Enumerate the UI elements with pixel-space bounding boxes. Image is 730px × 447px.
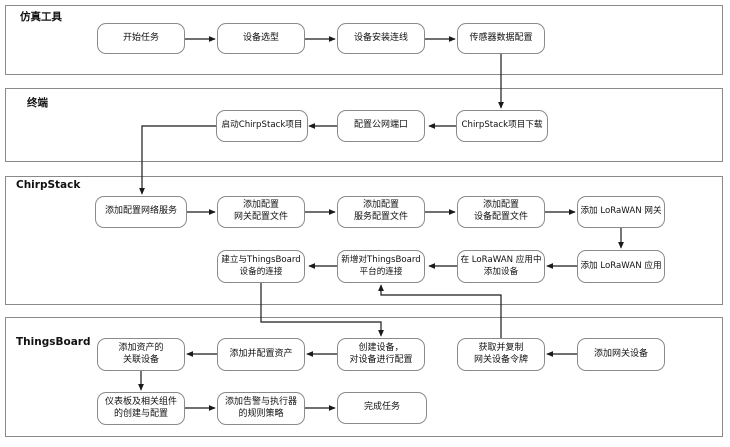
node-add-lorawan-app-label: 添加 LoRaWAN 应用 xyxy=(580,260,662,271)
node-network-service: 添加配置网络服务 xyxy=(95,196,187,228)
node-add-device-in-app-label: 在 LoRaWAN 应用中 添加设备 xyxy=(460,255,542,277)
node-add-lorawan-app: 添加 LoRaWAN 应用 xyxy=(577,250,665,283)
node-thingsboard-platform-connection-label: 新增对ThingsBoard 平台的连接 xyxy=(341,255,421,277)
node-asset-related-devices: 添加资产的 关联设备 xyxy=(97,338,185,371)
node-device-config-file: 添加配置 设备配置文件 xyxy=(457,196,545,228)
node-add-gateway-device-label: 添加网关设备 xyxy=(593,348,648,359)
node-device-config-file-label: 添加配置 设备配置文件 xyxy=(473,200,528,222)
node-copy-gateway-token-label: 获取并复制 网关设备令牌 xyxy=(473,342,528,365)
node-launch-chirpstack-label: 启动ChirpStack项目 xyxy=(221,120,303,131)
node-start-task-label: 开始任务 xyxy=(122,32,159,43)
node-alarm-actuator-rules-label: 添加告警与执行器 的规则策略 xyxy=(224,396,297,419)
node-launch-chirpstack: 启动ChirpStack项目 xyxy=(216,110,308,142)
node-add-lorawan-gateway: 添加 LoRaWAN 网关 xyxy=(577,196,665,228)
node-create-device: 创建设备， 对设备进行配置 xyxy=(337,338,425,371)
node-gateway-config-file: 添加配置 网关配置文件 xyxy=(217,196,305,228)
node-sensor-data-config-label: 传感器数据配置 xyxy=(469,32,533,43)
node-network-service-label: 添加配置网络服务 xyxy=(104,206,177,217)
lane-label-terminal: 终端 xyxy=(27,97,48,109)
node-add-configure-asset: 添加并配置资产 xyxy=(217,338,305,371)
node-asset-related-devices-label: 添加资产的 关联设备 xyxy=(118,342,164,365)
node-alarm-actuator-rules: 添加告警与执行器 的规则策略 xyxy=(217,392,305,425)
node-thingsboard-platform-connection: 新增对ThingsBoard 平台的连接 xyxy=(337,250,425,283)
node-add-configure-asset-label: 添加并配置资产 xyxy=(229,348,293,359)
node-chirpstack-download: ChirpStack项目下载 xyxy=(456,110,548,142)
node-dashboard-creation-label: 仪表板及相关组件 的创建与配置 xyxy=(104,396,177,419)
node-service-config-file: 添加配置 服务配置文件 xyxy=(337,196,425,228)
node-gateway-config-file-label: 添加配置 网关配置文件 xyxy=(233,200,288,222)
lane-label-simulation-tool: 仿真工具 xyxy=(20,11,62,23)
node-device-selection: 设备选型 xyxy=(217,23,305,54)
node-public-port-config-label: 配置公网端口 xyxy=(353,120,408,131)
node-thingsboard-device-connection-label: 建立与ThingsBoard 设备的连接 xyxy=(221,255,301,277)
node-device-wiring: 设备安装连线 xyxy=(337,23,425,54)
node-service-config-file-label: 添加配置 服务配置文件 xyxy=(353,200,408,222)
node-finish-task: 完成任务 xyxy=(337,392,427,424)
node-device-wiring-label: 设备安装连线 xyxy=(353,32,408,43)
lane-label-thingsboard: ThingsBoard xyxy=(16,336,91,348)
node-public-port-config: 配置公网端口 xyxy=(337,110,425,142)
lane-label-chirpstack: ChirpStack xyxy=(16,179,81,191)
node-chirpstack-download-label: ChirpStack项目下载 xyxy=(461,120,543,131)
node-add-lorawan-gateway-label: 添加 LoRaWAN 网关 xyxy=(580,206,662,217)
node-thingsboard-device-connection: 建立与ThingsBoard 设备的连接 xyxy=(217,250,305,283)
node-create-device-label: 创建设备， 对设备进行配置 xyxy=(349,342,413,365)
node-sensor-data-config: 传感器数据配置 xyxy=(457,23,545,54)
node-dashboard-creation: 仪表板及相关组件 的创建与配置 xyxy=(97,392,185,425)
node-add-gateway-device: 添加网关设备 xyxy=(577,338,665,371)
node-add-device-in-app: 在 LoRaWAN 应用中 添加设备 xyxy=(457,250,545,283)
node-start-task: 开始任务 xyxy=(97,23,185,54)
node-device-selection-label: 设备选型 xyxy=(242,32,279,43)
node-finish-task-label: 完成任务 xyxy=(363,402,400,413)
node-copy-gateway-token: 获取并复制 网关设备令牌 xyxy=(457,338,545,371)
